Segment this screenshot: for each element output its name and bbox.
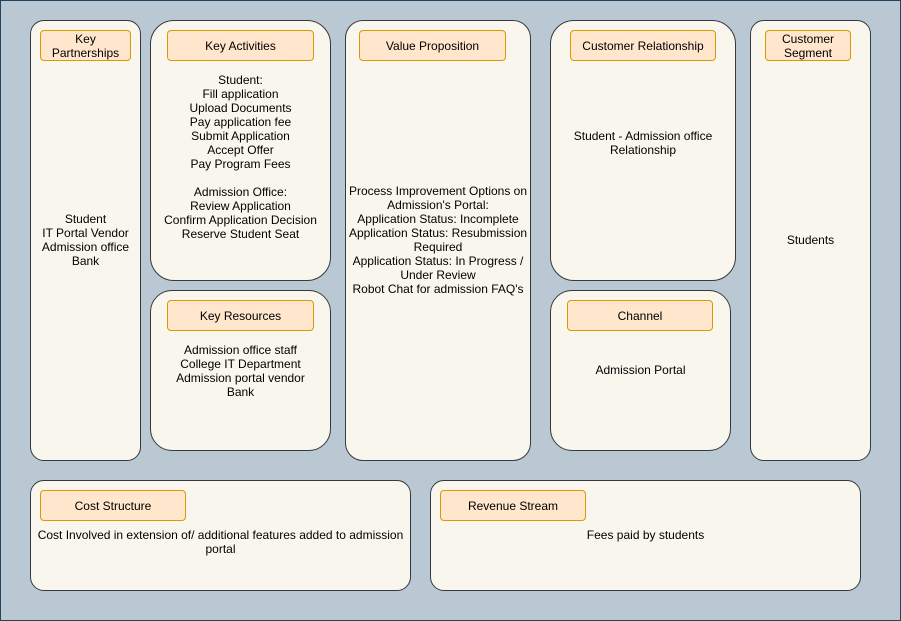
key-partnerships-box: [30, 20, 141, 461]
revenue-stream-header: Revenue Stream: [440, 490, 586, 521]
key-resources-title: Key Resources: [199, 308, 282, 323]
customer-segment-box: [750, 20, 871, 461]
key-resources-body: Admission office staff College IT Depart…: [176, 343, 305, 399]
cost-structure-header: Cost Structure: [40, 490, 186, 521]
value-proposition-header: Value Proposition: [359, 30, 506, 61]
customer-segment-header: Customer Segment: [765, 30, 851, 61]
customer-segment-title: Customer Segment: [781, 31, 834, 60]
channel-title: Channel: [617, 308, 663, 323]
channel-body: Admission Portal: [595, 363, 686, 377]
value-proposition-box: [345, 20, 531, 461]
value-proposition-title: Value Proposition: [385, 38, 480, 53]
key-partnerships-header: Key Partnerships: [40, 30, 131, 61]
cost-structure-body: Cost Involved in extension of/ additiona…: [37, 528, 404, 556]
key-resources-header: Key Resources: [167, 300, 314, 331]
customer-relationship-body: Student - Admission office Relationship: [573, 129, 713, 157]
key-partnerships-title: Key Partnerships: [51, 31, 120, 60]
key-activities-body: Student: Fill application Upload Documen…: [164, 73, 317, 241]
customer-segment-body: Students: [786, 233, 835, 247]
key-activities-header: Key Activities: [167, 30, 314, 61]
key-activities-title: Key Activities: [205, 38, 276, 53]
revenue-stream-title: Revenue Stream: [467, 498, 559, 513]
customer-relationship-header: Customer Relationship: [570, 30, 716, 61]
key-activities-box: [150, 20, 331, 281]
cost-structure-title: Cost Structure: [74, 498, 152, 513]
customer-relationship-box: [550, 20, 736, 281]
customer-relationship-title: Customer Relationship: [582, 38, 704, 53]
channel-header: Channel: [567, 300, 713, 331]
revenue-stream-body: Fees paid by students: [586, 528, 705, 542]
key-partnerships-body: Student IT Portal Vendor Admission offic…: [41, 212, 130, 268]
value-proposition-body: Process Improvement Options on Admission…: [348, 184, 528, 296]
